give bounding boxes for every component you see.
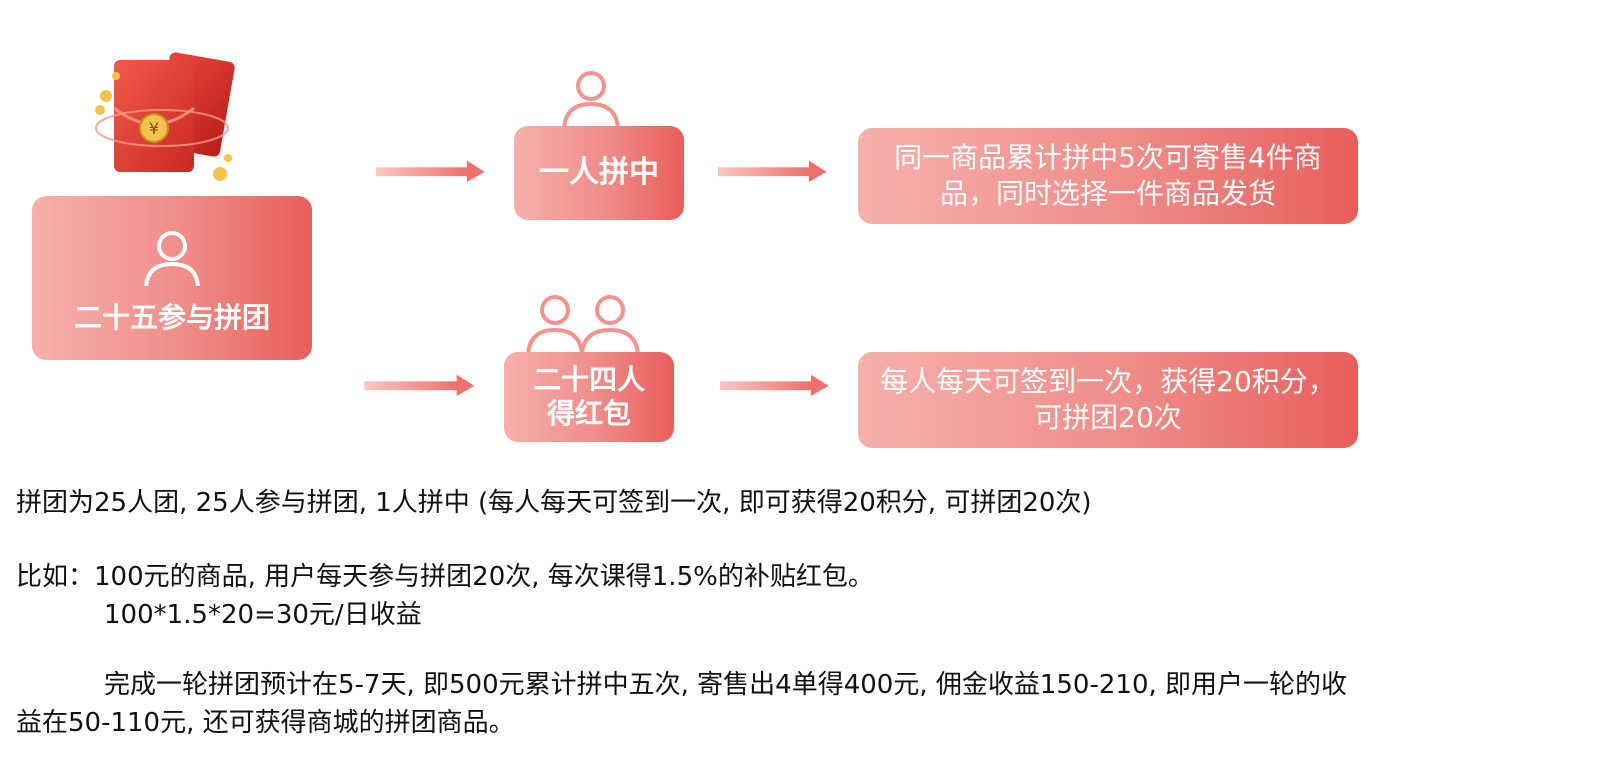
others-node: 二十四人 得红包 [504, 352, 674, 442]
winner-node-label: 一人拼中 [539, 155, 659, 190]
person-icon [562, 71, 620, 129]
description-line-3: 100*1.5*20=30元/日收益 [104, 600, 422, 630]
others-result-node: 每人每天可签到一次，获得20积分， 可拼团20次 [858, 352, 1358, 448]
root-node: 二十五参与拼团 [32, 196, 312, 360]
winner-result-line2: 品，同时选择一件商品发货 [939, 177, 1276, 210]
winner-node: 一人拼中 [514, 126, 684, 220]
description-line-2: 比如：100元的商品, 用户每天参与拼团20次, 每次课得1.5%的补贴红包。 [16, 562, 874, 592]
others-node-line1: 二十四人 [532, 363, 645, 396]
winner-result-line1: 同一商品累计拼中5次可寄售4件商 [894, 141, 1322, 174]
svg-text:¥: ¥ [149, 119, 159, 138]
root-node-label: 二十五参与拼团 [73, 301, 270, 334]
right-arrow-icon [718, 160, 827, 182]
winner-result-node: 同一商品累计拼中5次可寄售4件商 品，同时选择一件商品发货 [858, 128, 1358, 224]
right-arrow-icon [720, 374, 829, 396]
red-envelope-icon: ¥ [95, 52, 235, 181]
two-people-icon [526, 295, 640, 355]
description-line-5: 益在50-110元, 还可获得商城的拼团商品。 [16, 708, 515, 738]
right-arrow-icon [364, 374, 475, 396]
description-line-4: 完成一轮拼团预计在5-7天, 即500元累计拼中五次, 寄售出4单得400元, … [104, 670, 1348, 700]
others-result-line1: 每人每天可签到一次，获得20积分， [880, 365, 1336, 398]
right-arrow-icon [376, 160, 485, 182]
person-icon [144, 231, 200, 287]
others-node-line2: 得红包 [546, 397, 631, 430]
description-line-1: 拼团为25人团, 25人参与拼团, 1人拼中 (每人每天可签到一次, 即可获得2… [16, 488, 1092, 518]
others-result-line2: 可拼团20次 [1034, 401, 1182, 434]
